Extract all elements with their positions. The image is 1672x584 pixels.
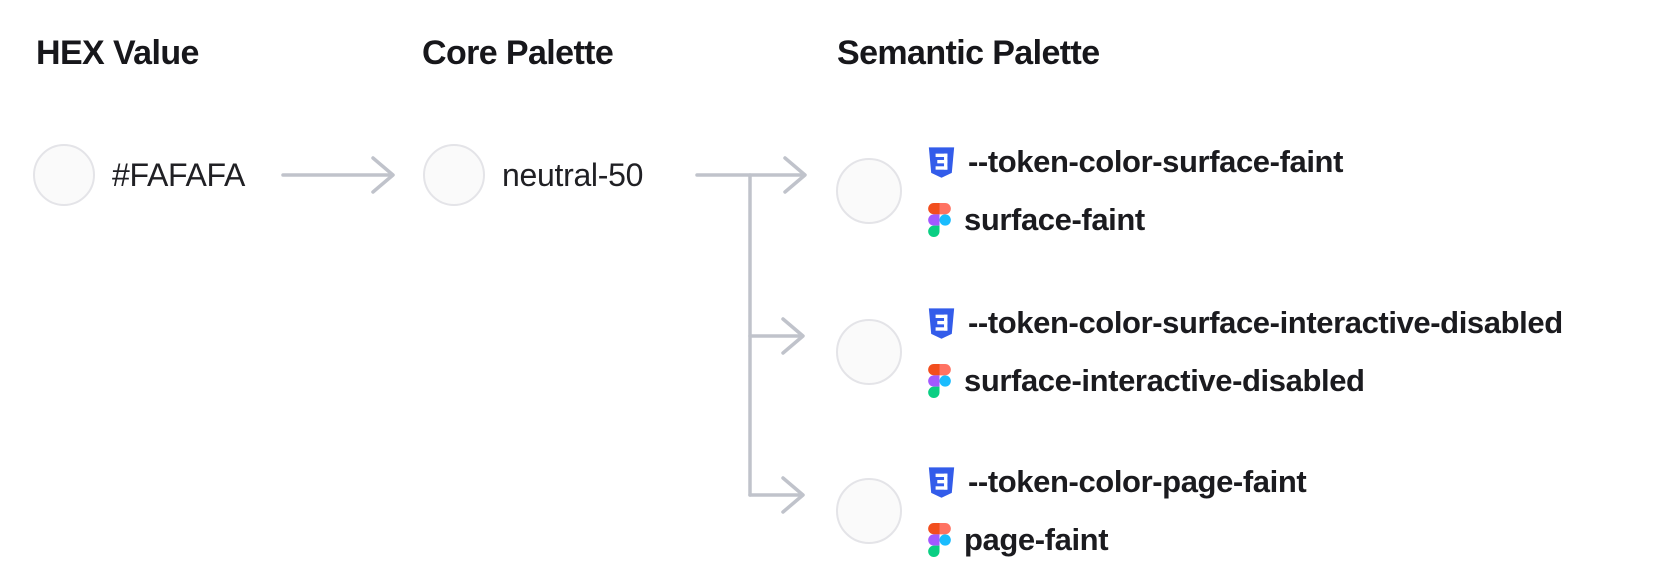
css-shield-icon	[928, 307, 955, 339]
figma-logo-icon	[928, 203, 951, 237]
css-token-name: --token-color-surface-interactive-disabl…	[968, 305, 1563, 340]
figma-token-name: surface-faint	[964, 202, 1145, 237]
css-shield-icon	[928, 466, 955, 498]
css-token-name: --token-color-page-faint	[968, 464, 1307, 499]
figma-token-name: page-faint	[964, 522, 1109, 557]
core-palette-swatch	[423, 144, 485, 206]
column-header-hex-value: HEX Value	[36, 34, 199, 72]
semantic-token-row: --token-color-surface-interactive-disabl…	[836, 303, 1563, 401]
arrow-branch-to-semantic-2-head	[781, 317, 805, 355]
semantic-swatch	[836, 478, 902, 544]
css-shield-icon	[928, 146, 955, 178]
semantic-swatch	[836, 158, 902, 224]
arrow-branch-to-semantic-3-head	[781, 476, 805, 514]
hex-value-label: #FAFAFA	[112, 157, 246, 193]
core-palette-label: neutral-50	[502, 157, 644, 193]
semantic-token-row: --token-color-page-faint page-faint	[836, 462, 1307, 560]
column-header-semantic-palette: Semantic Palette	[837, 34, 1100, 72]
figma-logo-icon	[928, 364, 951, 398]
semantic-token-row: --token-color-surface-faint surface-fain…	[836, 142, 1343, 240]
figma-token-name: surface-interactive-disabled	[964, 363, 1365, 398]
hex-color-swatch	[33, 144, 95, 206]
arrow-hex-to-core-head	[371, 156, 395, 194]
css-token-name: --token-color-surface-faint	[968, 144, 1344, 179]
semantic-swatch	[836, 319, 902, 385]
figma-logo-icon	[928, 523, 951, 557]
column-header-core-palette: Core Palette	[422, 34, 614, 72]
arrow-core-to-semantic-1-head	[783, 156, 807, 194]
